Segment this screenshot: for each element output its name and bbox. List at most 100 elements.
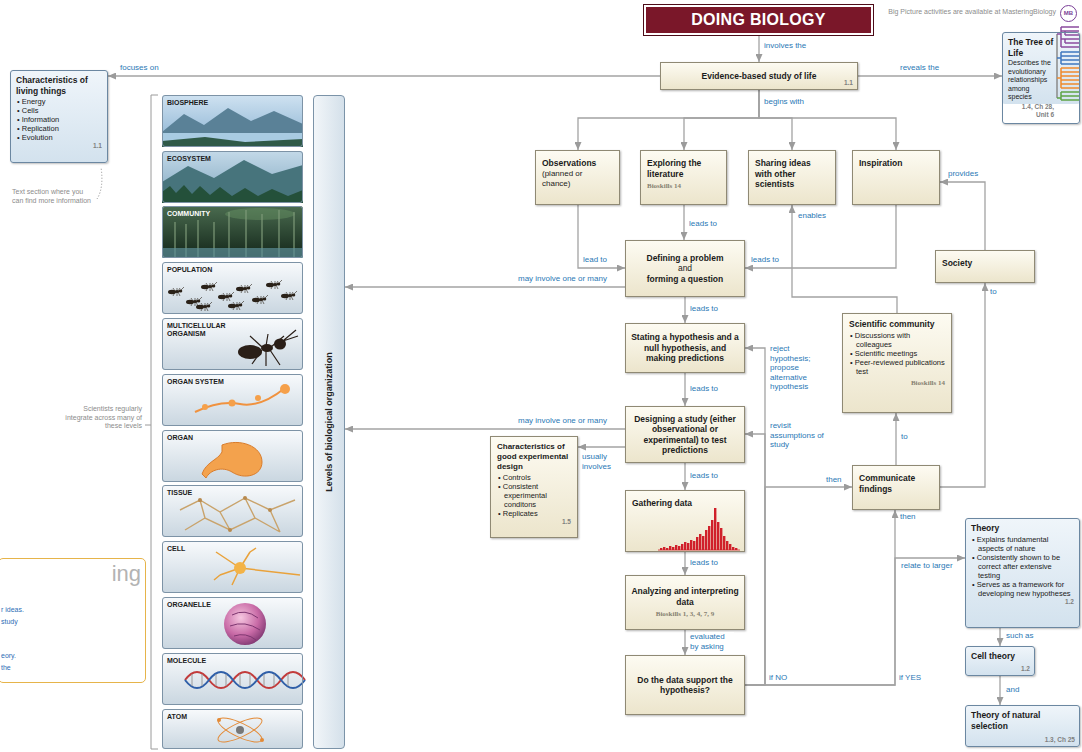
connector-arrow: [684, 373, 685, 406]
data-histogram: [675, 545, 677, 550]
data-histogram: [669, 546, 671, 550]
section-ref: 1.5: [497, 518, 571, 526]
logo-badge: MB: [1060, 5, 1077, 22]
process-box: Stating a hypothesis and a null hypothes…: [625, 323, 745, 373]
data-histogram: [660, 508, 737, 550]
organ-picture: [162, 430, 303, 482]
branch-label: if NO: [769, 673, 787, 683]
panel-fragment: the: [1, 663, 11, 672]
level-box: POPULATION: [162, 262, 303, 314]
process-box: Society: [935, 250, 1035, 283]
bullet-item: • Evolution: [16, 133, 102, 142]
edge-label: reveals the: [900, 63, 939, 73]
organ-system-picture: [255, 395, 261, 401]
organ-system-picture: [280, 384, 290, 394]
tree-of-life-picture: [1057, 68, 1079, 88]
molecule-picture: [162, 653, 305, 705]
data-histogram: [625, 490, 745, 552]
organ-system-picture: [229, 400, 236, 407]
tissue-picture: [180, 498, 295, 532]
bullet-item: • Consistent experimental conditons: [497, 482, 571, 509]
level-name: TISSUE: [167, 489, 239, 497]
bullet-item: • Replication: [16, 124, 102, 133]
panel-fragment: study: [1, 617, 18, 626]
tree-of-life-picture: [1057, 27, 1079, 47]
cell-picture: [214, 548, 300, 585]
connector-arrow: [745, 434, 765, 685]
key-note: Text section where you can find more inf…: [12, 188, 92, 205]
leader-line: [97, 167, 102, 199]
level-band: Levels of biological organization: [313, 95, 345, 749]
connector-arrow: [745, 348, 765, 685]
connector-arrow: [940, 182, 985, 250]
data-histogram: [726, 541, 728, 550]
edge-label: begins with: [764, 97, 804, 107]
tissue-picture: [198, 498, 202, 502]
box-heading: Gathering data: [632, 498, 738, 509]
population-picture: [281, 291, 297, 300]
edge-label: to: [990, 287, 997, 297]
level-name: ECOSYSTEM: [167, 155, 239, 163]
atom-picture: [217, 718, 221, 722]
edge-label: provides: [948, 169, 978, 179]
connector-arrow: [684, 297, 685, 323]
section-ref: 1.2: [971, 598, 1074, 606]
data-histogram: [658, 550, 740, 551]
data-histogram: [708, 526, 710, 550]
level-name: COMMUNITY: [167, 210, 239, 218]
organism-picture: [162, 318, 303, 370]
atom-picture: [162, 709, 303, 749]
connector-arrow: [758, 35, 759, 62]
level-box: ORGAN: [162, 430, 303, 482]
community-picture: [225, 208, 295, 220]
box-text: Evidence-based study of life: [666, 71, 852, 82]
data-histogram: [714, 508, 716, 550]
edge-label: leads to: [751, 255, 779, 265]
organ-system-picture: [162, 374, 303, 426]
population-picture: [236, 284, 252, 293]
section-ref: 1.4, Ch 28, Unit 6: [1008, 103, 1054, 119]
level-name: BIOSPHERE: [167, 99, 239, 107]
data-histogram: [705, 530, 707, 550]
data-histogram: [711, 520, 713, 550]
cell-picture: [234, 562, 246, 574]
bullet-item: • Controls: [497, 473, 571, 482]
level-box: COMMUNITY: [162, 206, 303, 258]
data-histogram: [699, 534, 701, 550]
tissue-picture: [228, 528, 232, 532]
title-text: DOING BIOLOGY: [691, 11, 826, 29]
bullet-item: • Discussions with colleagues: [849, 331, 945, 349]
level-name: ORGANELLE: [167, 601, 239, 609]
bullet-item: • Cells: [16, 106, 102, 115]
edge-label: relate to larger: [901, 561, 953, 571]
atom-picture: [236, 726, 244, 734]
bioskills-ref: Bioskills 1, 3, 4, 7, 9: [631, 610, 739, 619]
header-note: Big Picture activities are available at …: [858, 8, 1056, 17]
connector-arrow: [684, 463, 685, 490]
box-text: forming a question: [631, 274, 739, 285]
data-histogram: [678, 546, 680, 550]
connector-arrow: [684, 90, 759, 150]
logo-text: MB: [1064, 10, 1073, 17]
data-histogram: [723, 536, 725, 550]
edge-label: revisit assumptions of study: [770, 421, 824, 450]
organism-picture: [238, 339, 286, 360]
edge-label: leads to: [690, 471, 718, 481]
organ-picture: [162, 430, 303, 482]
panel-fragment: r ideas.: [1, 605, 24, 614]
tree-of-life-picture: [1057, 92, 1079, 100]
molecule-picture: [185, 672, 305, 688]
population-picture: [186, 297, 202, 306]
process-box: Do the data support the hypothesis?: [625, 655, 745, 715]
bullet-item: • Replicates: [497, 509, 571, 518]
biosphere-picture: [162, 95, 303, 147]
data-histogram: [702, 536, 704, 550]
data-histogram: [732, 547, 734, 550]
info-box: Characteristics of living things• Energy…: [10, 70, 108, 163]
info-box: The Tree of LifeDescribes the evolutiona…: [1002, 32, 1080, 124]
edge-label: may involve one or many: [518, 274, 607, 284]
level-box: MULTICELLULAR ORGANISM: [162, 318, 303, 370]
molecule-picture: [192, 674, 288, 686]
process-box: Exploring the literatureBioskills 14: [640, 150, 727, 205]
box-heading: Communicate findings: [859, 473, 933, 494]
